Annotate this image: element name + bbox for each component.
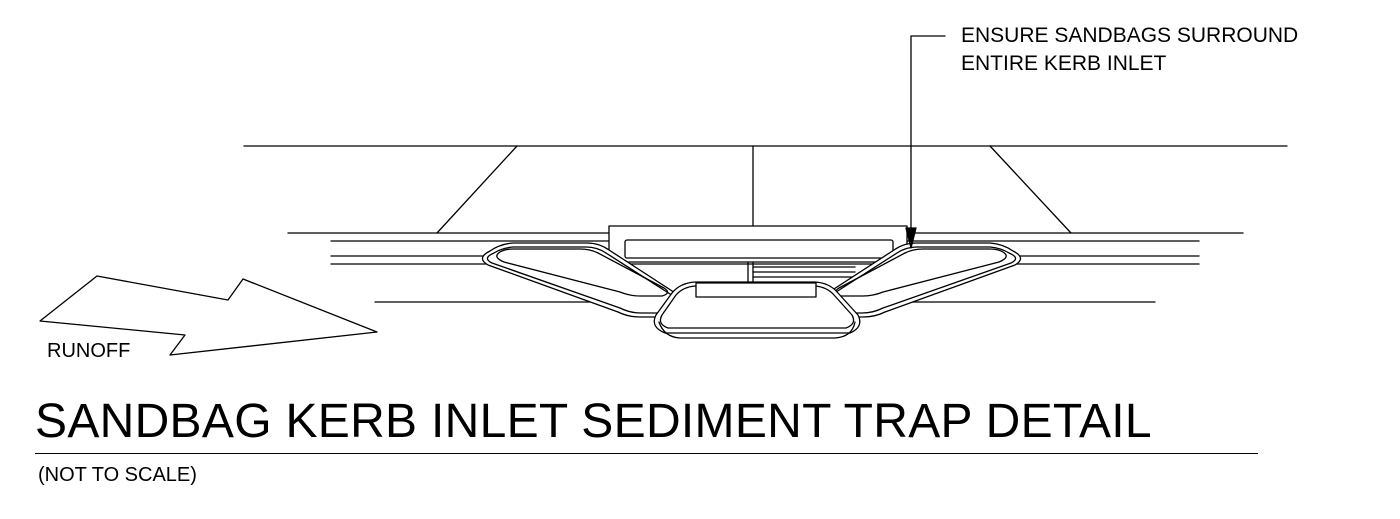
scale-note: (NOT TO SCALE) — [38, 464, 197, 486]
runoff-label: RUNOFF — [47, 340, 131, 362]
pit-wall-left — [436, 145, 518, 234]
callout-leader — [905, 35, 946, 249]
title-underline — [35, 453, 1258, 454]
leader-line — [910, 35, 946, 241]
callout-line-2: ENTIRE KERB INLET — [961, 52, 1167, 75]
callout-line-1: ENSURE SANDBAGS SURROUND — [961, 24, 1299, 47]
callout-note: ENSURE SANDBAGS SURROUND ENTIRE KERB INL… — [961, 22, 1298, 78]
inlet-opening — [624, 239, 894, 259]
pit-wall-right — [989, 145, 1072, 234]
leader-arrow-icon — [905, 227, 917, 249]
kerb-lines — [243, 145, 1288, 303]
runoff-arrow-icon — [39, 275, 378, 356]
drawing-title: SANDBAG KERB INLET SEDIMENT TRAP DETAIL — [35, 395, 1152, 448]
sandbag-centre — [653, 281, 861, 339]
